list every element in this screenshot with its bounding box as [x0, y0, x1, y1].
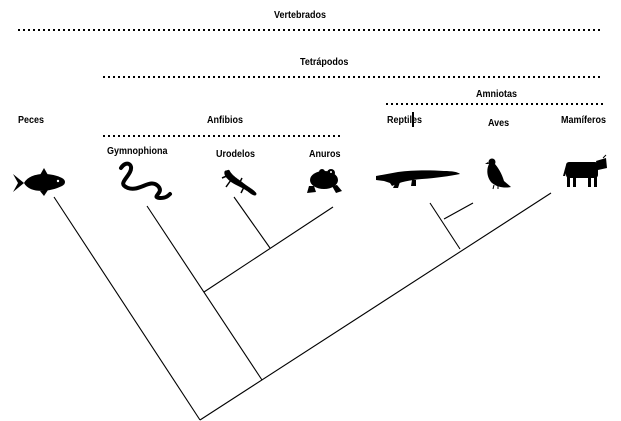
- taxon-label-peces: Peces: [18, 115, 45, 126]
- branch-anfibios-node: [203, 206, 334, 293]
- branch-root-mamiferos: [199, 192, 552, 421]
- taxon-label-aves: Aves: [488, 118, 510, 129]
- fish-icon: [13, 168, 65, 196]
- taxon-label-gymnophiona: Gymnophiona: [107, 146, 168, 157]
- branch-amniota-reptiles: [429, 202, 461, 250]
- taxon-label-reptiles: Reptiles: [387, 115, 423, 126]
- caecilian-icon: [119, 161, 172, 201]
- branch-node-aves: [443, 202, 474, 220]
- salamander-icon: [221, 169, 257, 196]
- group-label-amniotas: Amniotas: [476, 89, 518, 100]
- branch-root-peces: [53, 196, 201, 421]
- cow-icon: [563, 154, 607, 187]
- frog-icon: [307, 169, 342, 193]
- group-label-tetrapodos: Tetrápodos: [300, 57, 349, 68]
- group-label-vertebrados: Vertebrados: [274, 10, 327, 21]
- branch-node-gymnophiona: [146, 205, 263, 381]
- bird-icon: [485, 158, 511, 190]
- crocodile-icon: [376, 170, 460, 188]
- branch-node-urodelos: [233, 196, 271, 249]
- taxon-label-mamiferos: Mamíferos: [561, 115, 607, 126]
- tree-branches: [53, 192, 552, 421]
- taxon-label-urodelos: Urodelos: [216, 149, 256, 160]
- taxon-label-anuros: Anuros: [309, 149, 341, 160]
- group-label-anfibios: Anfibios: [207, 115, 243, 126]
